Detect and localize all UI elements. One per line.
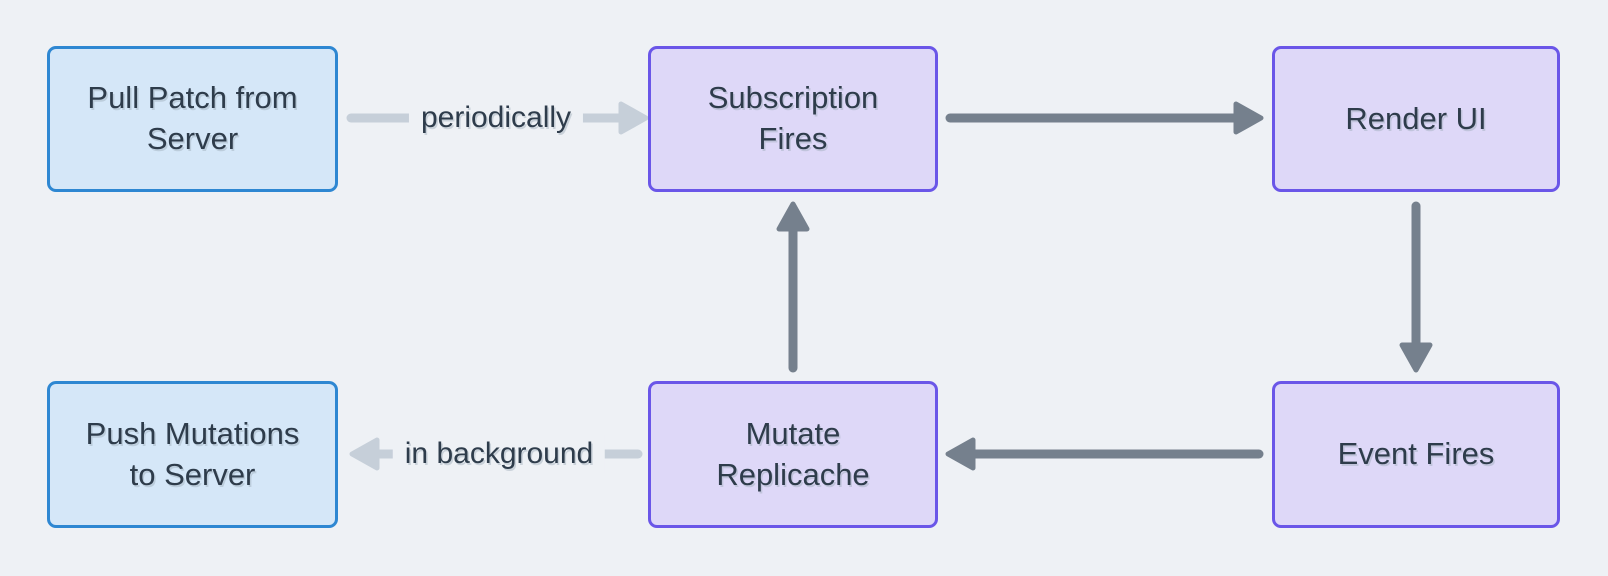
node-label: Subscription Fires — [707, 80, 879, 156]
edge-arrow-mutate-to-subscription — [776, 201, 810, 373]
node-pull-patch-from-server: Pull Patch from Server — [47, 46, 338, 192]
edge-label-periodically: periodically — [408, 99, 584, 137]
node-label: Mutate Replicache — [716, 415, 870, 492]
node-event-fires: Event Fires — [1272, 381, 1560, 528]
node-label: Push Mutations to Server — [85, 415, 300, 492]
node-subscription-fires: Subscription Fires — [648, 46, 938, 192]
node-label: Event Fires — [1337, 436, 1495, 472]
edge-arrow-subscription-to-render — [945, 101, 1264, 135]
edge-arrow-event-to-mutate — [945, 437, 1264, 471]
node-push-mutations-to-server: Push Mutations to Server — [47, 381, 338, 528]
edge-arrow-render-to-event — [1399, 201, 1433, 373]
node-mutate-replicache: Mutate Replicache — [648, 381, 938, 528]
node-label: Render UI — [1345, 100, 1487, 136]
edge-label-in-background: in background — [392, 435, 606, 473]
node-label: Pull Patch from Server — [87, 80, 298, 156]
node-render-ui: Render UI — [1272, 46, 1560, 192]
